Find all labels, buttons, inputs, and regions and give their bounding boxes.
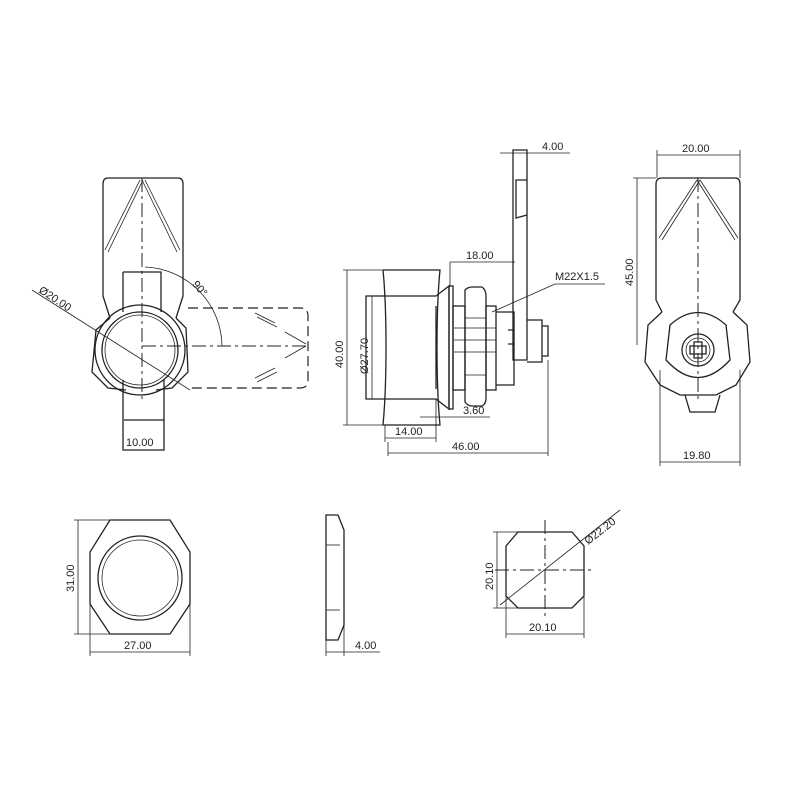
lever-thickness-label: 4.00 — [542, 141, 563, 153]
total-length-label: 46.00 — [452, 441, 480, 453]
cap-length-label: 14.00 — [395, 426, 423, 438]
thread-spec-label: M22X1.5 — [555, 271, 599, 283]
side-view: 40.00 Ø27.70 18.00 4.00 M22X1.5 3.60 14.… — [334, 141, 605, 456]
handle-height-label: 45.00 — [624, 258, 636, 286]
cam-width-label: 20.10 — [529, 622, 557, 634]
nut-thickness-label: 4.00 — [355, 640, 376, 652]
tab-width-label: 10.00 — [126, 437, 154, 449]
rear-view: 20.00 45.00 19.80 — [624, 143, 751, 466]
front-diameter-label: Ø20.00 — [36, 284, 73, 314]
cap-diameter-label: Ø27.70 — [359, 338, 371, 374]
handle-width-label: 20.00 — [682, 143, 710, 155]
cam-height-label: 20.10 — [484, 562, 496, 590]
nut-side-view: 4.00 — [325, 514, 380, 656]
nut-front-view: 31.00 27.00 — [65, 519, 191, 656]
nut-height-label: 31.00 — [65, 564, 77, 592]
angle-label: 90° — [189, 279, 209, 299]
cam-diagonal-label: Ø22.20 — [582, 516, 618, 548]
flange-thickness-label: 3.60 — [463, 405, 484, 417]
body-width-label: 19.80 — [683, 450, 711, 462]
body-height-label: 40.00 — [334, 340, 346, 368]
nut-width-label: 27.00 — [124, 640, 152, 652]
front-view: 90° Ø20.00 10.00 — [31, 177, 310, 451]
cam-view: Ø22.20 20.10 20.10 — [484, 509, 621, 638]
cam-offset-label: 18.00 — [466, 250, 494, 262]
